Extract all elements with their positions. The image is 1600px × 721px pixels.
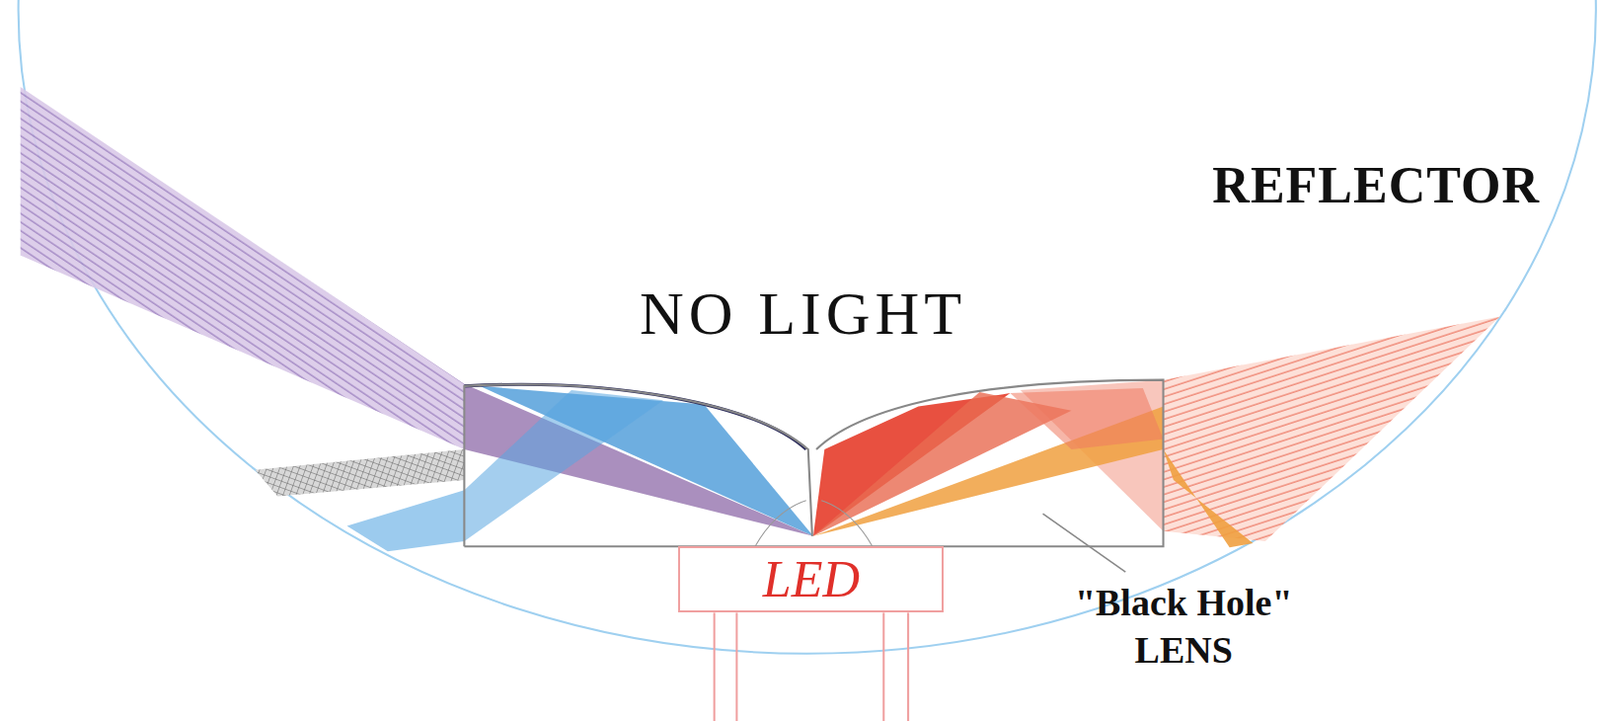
lens-edge-shade [463, 383, 806, 450]
lens-label: "Black Hole" LENS [1035, 579, 1332, 674]
art-part [907, 611, 910, 721]
blue-reflected-fan [463, 389, 664, 541]
grey-ray-band [254, 449, 464, 497]
leader-line [1043, 513, 1127, 572]
lens-outline [463, 380, 1163, 547]
art-part [755, 500, 807, 547]
art-part [882, 611, 885, 721]
orange-ray-band [1163, 449, 1254, 547]
reflector-label: REFLECTOR [1212, 152, 1540, 218]
led-leads [714, 611, 909, 721]
right-rays [813, 316, 1501, 548]
red-reflected-fan [1009, 387, 1163, 450]
art-part [821, 500, 873, 547]
blue-ray-band [346, 489, 464, 551]
lens-detail [755, 500, 873, 547]
purple-ray-band [20, 86, 465, 450]
no-light-label: NO LIGHT [639, 275, 967, 353]
led-box: LED [678, 545, 944, 612]
pink-ray-band [1163, 316, 1501, 541]
reflector-curve [18, 0, 1597, 654]
led-label: LED [762, 553, 860, 606]
art-part [735, 611, 738, 721]
art-part [713, 611, 716, 721]
